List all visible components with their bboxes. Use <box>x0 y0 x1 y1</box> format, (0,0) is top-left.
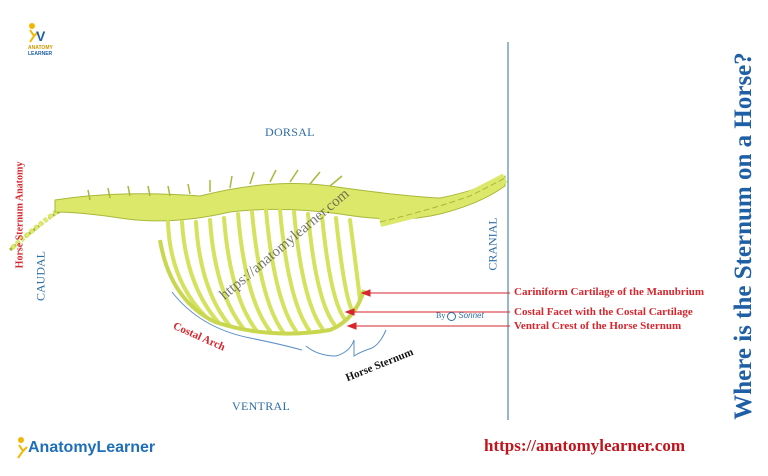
sternum-bracket <box>305 329 387 357</box>
footer-brand: AnatomyLearner <box>14 436 155 460</box>
costal-arch-bracket <box>171 291 303 351</box>
runner-icon <box>17 437 28 459</box>
dorsal-spines <box>87 169 343 201</box>
caudal-label: CAUDAL <box>33 251 48 301</box>
logo-letter: V <box>36 28 46 44</box>
small-logo: V ANATOMY LEARNER <box>24 22 54 58</box>
logo-line1: ANATOMY <box>28 45 53 51</box>
by-sonnet: By Sonnet <box>436 311 484 321</box>
logo-line2: LEARNER <box>28 51 53 57</box>
callout-arrows <box>344 289 510 330</box>
costal-arch-curve <box>158 239 366 336</box>
dorsal-label: DORSAL <box>265 125 315 139</box>
callout-costal-facet: Costal Facet with the Costal Cartilage <box>514 306 693 318</box>
brand-name: AnatomyLearner <box>28 439 156 456</box>
callout-ventral-crest: Ventral Crest of the Horse Sternum <box>514 320 682 332</box>
vertebral-column <box>54 175 506 222</box>
page-title: Where is the Sternum on a Horse? <box>730 52 757 420</box>
ventral-label: VENTRAL <box>232 399 291 413</box>
ribs <box>166 208 362 334</box>
sonnet-text: Sonnet <box>458 311 484 320</box>
side-title: Horse Sternum Anatomy <box>14 161 26 269</box>
sonnet-icon <box>447 311 457 321</box>
footer-url[interactable]: https://anatomylearner.com <box>484 436 685 455</box>
runner-icon: V <box>29 23 46 44</box>
cranial-label: CRANIAL <box>485 217 500 271</box>
by-text: By <box>436 311 446 320</box>
callout-cariniform: Cariniform Cartilage of the Manubrium <box>514 286 705 298</box>
